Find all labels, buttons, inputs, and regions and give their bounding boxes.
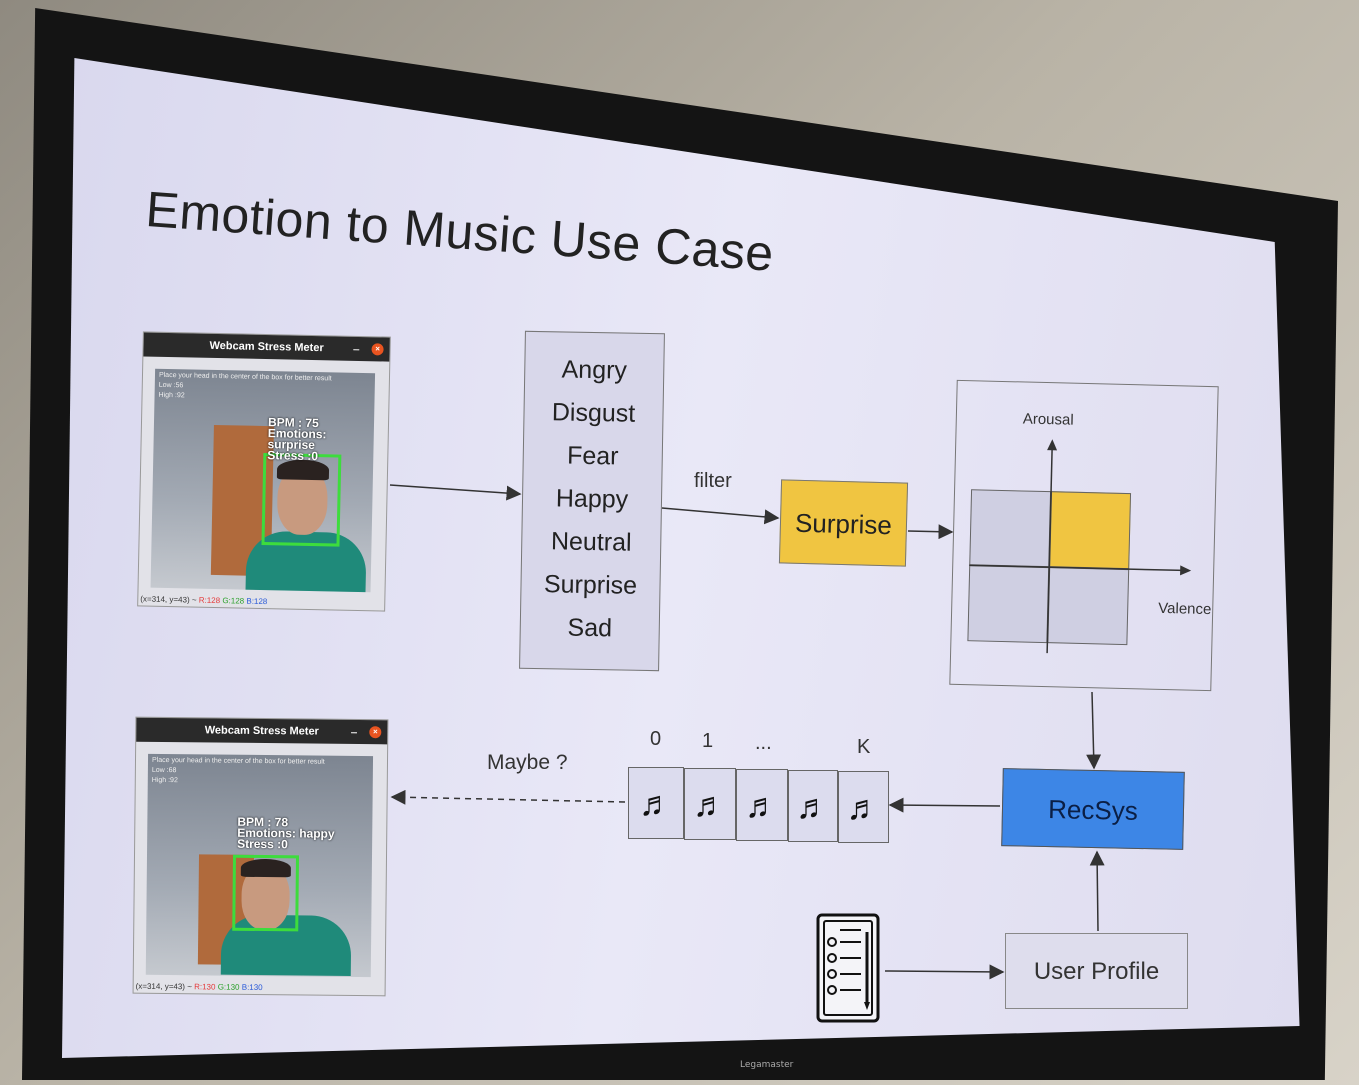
filter-label: filter bbox=[694, 470, 732, 492]
user-profile-box: User Profile bbox=[1005, 933, 1188, 1009]
quadrant-axes bbox=[969, 439, 1192, 654]
music-note-icon: ♬ bbox=[736, 769, 788, 841]
valence-arousal-frame: Arousal Valence bbox=[949, 379, 1219, 692]
monitor-brand-logo: Legamaster bbox=[740, 1060, 794, 1070]
playlist-index-k: K bbox=[857, 736, 871, 758]
music-note-icon: ♬ bbox=[628, 767, 684, 839]
music-note-icon: ♬ bbox=[788, 770, 838, 842]
maybe-label: Maybe ? bbox=[487, 751, 568, 774]
music-note-icon: ♬ bbox=[684, 768, 736, 840]
playlist-index-1: 1 bbox=[702, 730, 714, 752]
checklist-icon bbox=[815, 912, 881, 1024]
music-note-icon: ♬ bbox=[838, 771, 889, 843]
playlist-index-ellipsis: ... bbox=[755, 732, 772, 754]
playlist-index-0: 0 bbox=[650, 728, 662, 750]
